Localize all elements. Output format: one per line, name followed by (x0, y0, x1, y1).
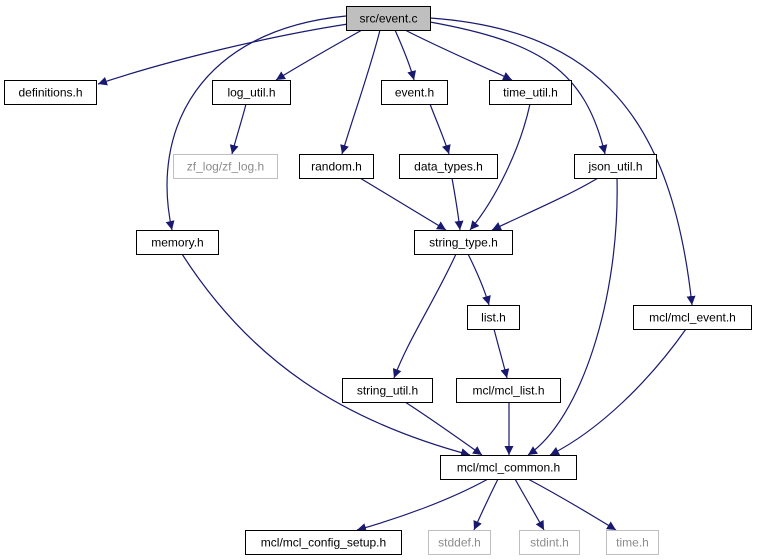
node-box (4, 80, 97, 105)
edge-mcl_common-to-stdint (514, 478, 545, 531)
node-stddef: stddef.h (428, 530, 491, 555)
node-box (245, 530, 402, 555)
node-list[interactable]: list.h (467, 305, 520, 330)
edge-mcl_common-to-stddef (473, 478, 499, 531)
node-box (428, 530, 491, 555)
node-label: json_util.h (587, 160, 642, 174)
node-data-types[interactable]: data_types.h (399, 154, 498, 179)
edge-time_util-to-string_type (469, 103, 531, 231)
edge-event-to-data_types (429, 103, 451, 155)
node-random[interactable]: random.h (299, 154, 374, 179)
node-label: memory.h (151, 236, 203, 250)
node-mcl-common[interactable]: mcl/mcl_common.h (440, 455, 577, 480)
node-label: mcl/mcl_common.h (457, 461, 560, 475)
node-string-type[interactable]: string_type.h (414, 230, 513, 255)
node-root[interactable]: src/event.c (346, 6, 431, 31)
node-box (299, 154, 374, 179)
node-label: time.h (616, 536, 649, 550)
node-zf-log: zf_log/zf_log.h (173, 154, 278, 179)
edge-mcl_event-to-mcl_common (549, 328, 687, 456)
node-box (489, 80, 572, 105)
node-label: mcl/mcl_config_setup.h (261, 536, 386, 550)
edge-root-to-mcl_event (429, 17, 696, 306)
edge-string_type-to-string_util (392, 253, 457, 379)
node-label: stddef.h (438, 536, 481, 550)
node-mcl-event[interactable]: mcl/mcl_event.h (633, 305, 752, 330)
node-label: zf_log/zf_log.h (187, 160, 264, 174)
edge-json_util-to-string_type (491, 177, 599, 231)
node-label: src/event.c (359, 12, 417, 26)
node-time-util[interactable]: time_util.h (489, 80, 572, 105)
node-label: string_type.h (429, 236, 498, 250)
node-mcl-list[interactable]: mcl/mcl_list.h (456, 378, 561, 403)
node-box (633, 305, 752, 330)
edge-data_types-to-string_type (451, 177, 464, 231)
edge-log_util-to-zf_log (229, 103, 247, 155)
edge-root-to-event (394, 29, 417, 81)
edge-root-to-time_util (404, 29, 513, 81)
edge-mcl_common-to-mcl_config_setup (356, 478, 489, 532)
node-box (342, 378, 433, 403)
node-definitions[interactable]: definitions.h (4, 80, 97, 105)
node-box (414, 230, 513, 255)
node-box (456, 378, 561, 403)
node-label: string_util.h (357, 384, 418, 398)
edge-root-to-definitions (97, 23, 349, 86)
node-box (574, 154, 657, 179)
node-box (399, 154, 498, 179)
node-box (381, 80, 448, 105)
edge-string_util-to-mcl_common (404, 401, 483, 456)
node-label: random.h (311, 160, 362, 174)
node-json-util[interactable]: json_util.h (574, 154, 657, 179)
nodes-layer: src/event.c definitions.h log_util.h event.… (4, 6, 752, 555)
node-string-util[interactable]: string_util.h (342, 378, 433, 403)
node-log-util[interactable]: log_util.h (212, 80, 291, 105)
node-box (212, 80, 291, 105)
edge-memory-to-mcl_common (181, 253, 471, 458)
node-box (519, 530, 580, 555)
node-label: time_util.h (503, 86, 558, 100)
node-label: definitions.h (18, 86, 82, 100)
edge-random-to-string_type (359, 177, 447, 231)
edge-mcl_common-to-time (527, 478, 617, 531)
edges-layer (97, 15, 696, 532)
node-event[interactable]: event.h (381, 80, 448, 105)
node-label: mcl/mcl_list.h (472, 384, 544, 398)
edge-root-to-log_util (275, 29, 363, 81)
edge-json_util-to-mcl_common (527, 177, 618, 456)
node-time: time.h (606, 530, 659, 555)
node-box (346, 6, 431, 31)
node-memory[interactable]: memory.h (136, 230, 219, 255)
edge-root-to-memory (165, 15, 347, 231)
node-box (440, 455, 577, 480)
node-box (136, 230, 219, 255)
node-box (467, 305, 520, 330)
node-label: log_util.h (227, 86, 275, 100)
node-label: mcl/mcl_event.h (649, 311, 736, 325)
node-label: data_types.h (414, 160, 483, 174)
node-label: event.h (395, 86, 434, 100)
edge-string_type-to-list (467, 253, 491, 306)
node-label: list.h (481, 311, 506, 325)
node-stdint: stdint.h (519, 530, 580, 555)
edge-list-to-mcl_list (493, 328, 510, 379)
node-box (606, 530, 659, 555)
node-box (173, 154, 278, 179)
edge-root-to-json_util (429, 21, 608, 155)
node-mcl-config-setup[interactable]: mcl/mcl_config_setup.h (245, 530, 402, 555)
node-label: stdint.h (530, 536, 569, 550)
edge-root-to-random (340, 29, 381, 155)
